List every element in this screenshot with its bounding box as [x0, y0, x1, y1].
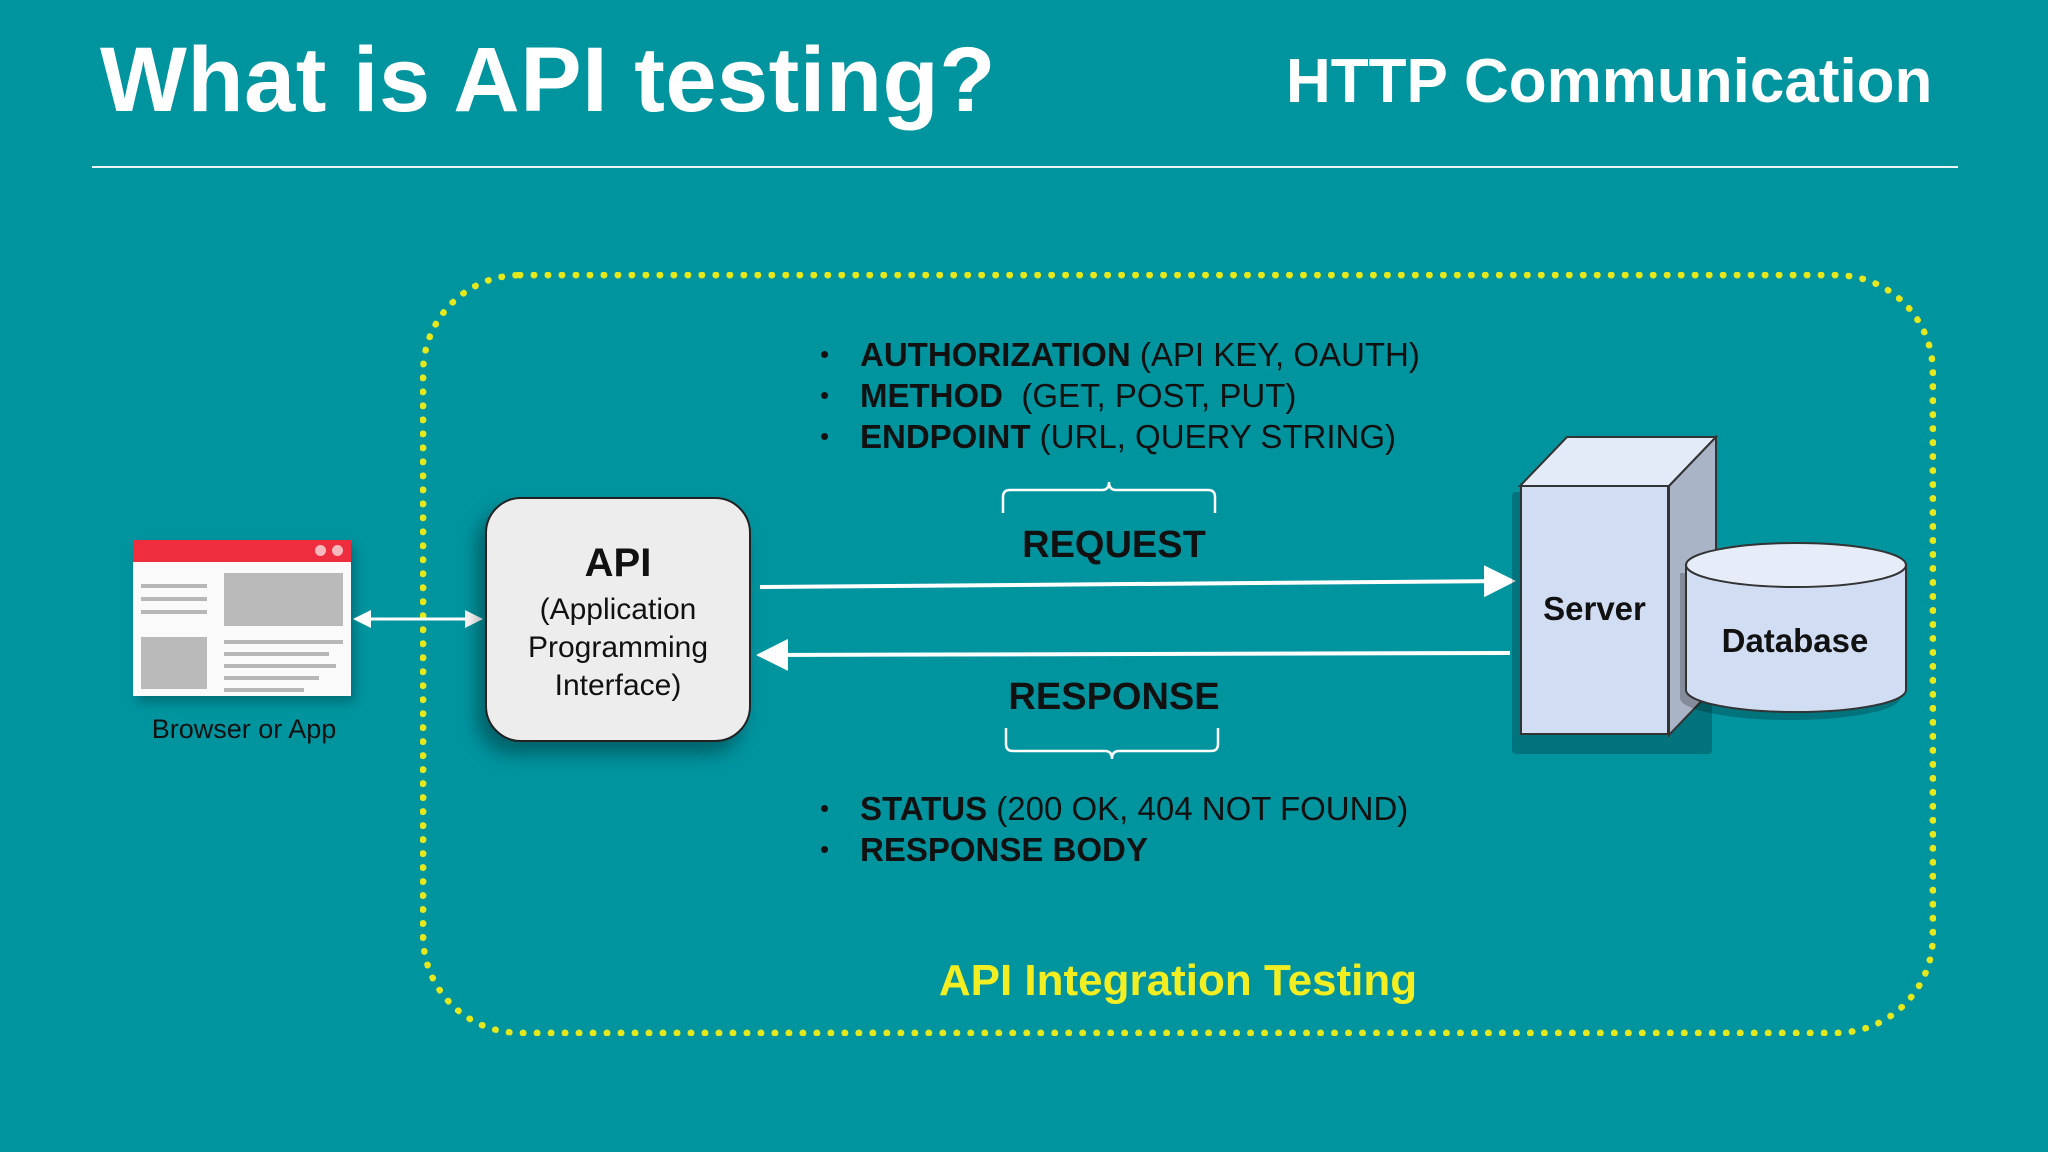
list-item: •RESPONSE BODY	[820, 831, 1148, 868]
window-dot	[315, 545, 326, 556]
header-divider	[92, 166, 1958, 168]
request-arrow	[759, 565, 1516, 598]
api-title: API	[584, 541, 652, 585]
browser-label: Browser or App	[151, 714, 337, 744]
api-subtitle: (Application Programming Interface)	[527, 593, 709, 702]
list-item: •AUTHORIZATION (API KEY, OAUTH)	[820, 336, 1420, 373]
server-label: Server	[1543, 590, 1646, 627]
response-brace	[1004, 728, 1220, 760]
server-icon	[1520, 485, 1669, 735]
response-details-list: •STATUS (200 OK, 404 NOT FOUND) •RESPONS…	[820, 788, 1408, 870]
page-subtitle: HTTP Communication	[1286, 47, 1933, 116]
response-arrow	[756, 638, 1511, 671]
request-brace	[1001, 481, 1217, 513]
response-label: RESPONSE	[1008, 676, 1220, 718]
window-dot	[332, 545, 343, 556]
list-item: •STATUS (200 OK, 404 NOT FOUND)	[820, 790, 1409, 827]
integration-boundary-label: API Integration Testing	[938, 956, 1418, 1005]
browser-window-icon	[133, 540, 351, 696]
browser-title-bar	[133, 540, 351, 562]
page-title: What is API testing?	[100, 29, 996, 131]
api-box: API (Application Programming Interface)	[485, 497, 751, 742]
request-label: REQUEST	[1022, 524, 1206, 566]
list-item: •METHOD (GET, POST, PUT)	[820, 377, 1297, 414]
integration-boundary	[420, 272, 1936, 1036]
database-label: Database	[1721, 622, 1869, 659]
database-cylinder-icon	[1680, 542, 1907, 720]
request-details-list: •AUTHORIZATION (API KEY, OAUTH) •METHOD …	[820, 334, 1420, 457]
list-item: •ENDPOINT (URL, QUERY STRING)	[820, 418, 1397, 455]
